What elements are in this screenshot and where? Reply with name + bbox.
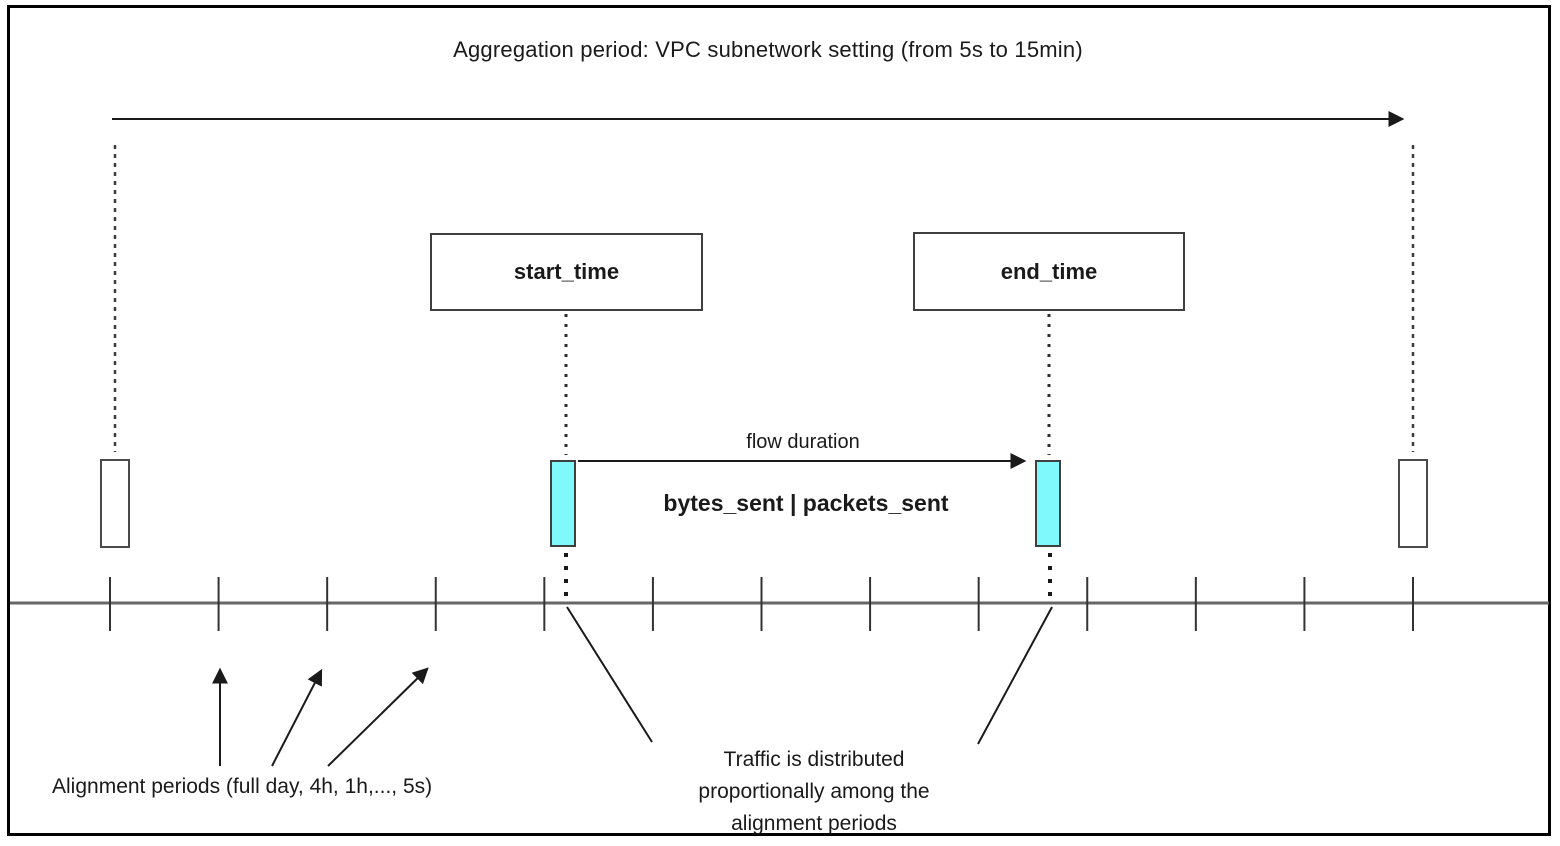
diagram-title: Aggregation period: VPC subnetwork setti… bbox=[453, 37, 1083, 62]
traffic-note-line3: alignment periods bbox=[731, 812, 897, 835]
flow-end-marker bbox=[1035, 460, 1061, 547]
flow-duration-label: flow duration bbox=[746, 431, 860, 453]
left-period-end-marker bbox=[100, 459, 130, 548]
traffic-note-line2: proportionally among the bbox=[698, 780, 930, 803]
alignment-periods-label: Alignment periods (full day, 4h, 1h,...,… bbox=[52, 775, 433, 798]
end-time-label: end_time bbox=[1000, 258, 1098, 284]
start-time-box: start_time bbox=[430, 233, 703, 311]
end-time-box: end_time bbox=[913, 232, 1185, 311]
start-time-label: start_time bbox=[513, 259, 620, 284]
traffic-note-line1: Traffic is distributed bbox=[723, 748, 905, 771]
diagram-frame bbox=[7, 5, 1551, 836]
traffic-distribution-note: Traffic is distributed proportionally am… bbox=[678, 744, 950, 840]
right-period-end-marker bbox=[1398, 459, 1428, 548]
flow-metrics-label: bytes_sent | packets_sent bbox=[663, 490, 949, 516]
flow-start-marker bbox=[550, 460, 576, 547]
